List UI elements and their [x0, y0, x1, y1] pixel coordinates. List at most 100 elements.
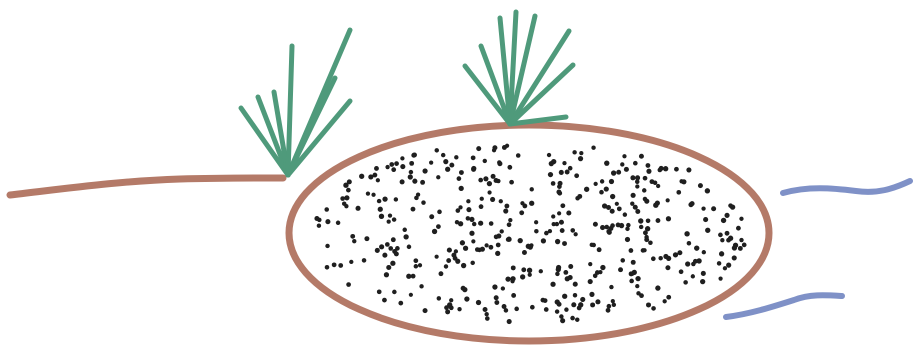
particle-dot: [463, 246, 468, 251]
particle-dot: [402, 228, 406, 232]
particle-dot: [656, 184, 660, 188]
particle-dot: [458, 221, 463, 226]
particle-dot: [555, 222, 559, 226]
particle-dot: [492, 284, 497, 289]
particle-dot: [394, 197, 398, 201]
particle-dot: [325, 244, 329, 248]
particle-dot: [516, 153, 521, 158]
particle-dot: [548, 229, 552, 233]
particle-dot: [411, 207, 416, 212]
particle-dot: [555, 272, 560, 277]
particle-dot: [558, 181, 563, 186]
particle-dot: [651, 306, 656, 311]
particle-dot: [406, 274, 411, 279]
particle-dot: [484, 312, 488, 316]
particle-dot: [470, 261, 474, 265]
particle-dot: [495, 251, 500, 256]
particle-dot: [466, 199, 470, 203]
particle-dot: [394, 251, 399, 256]
particle-dot: [492, 145, 497, 150]
particle-dot: [700, 279, 705, 284]
particle-dot: [445, 309, 450, 314]
particle-dot: [687, 241, 692, 246]
particle-dot: [508, 218, 512, 222]
particle-dot: [651, 256, 656, 261]
particle-dot: [631, 271, 635, 275]
particle-dot: [578, 156, 583, 161]
particle-dot: [412, 179, 417, 184]
particle-dot: [389, 162, 394, 167]
particle-dot: [400, 179, 405, 184]
particle-dot: [502, 145, 507, 150]
particle-dot: [606, 229, 611, 234]
particle-dot: [723, 266, 727, 270]
particle-dot: [635, 284, 639, 288]
particle-dot: [622, 154, 626, 158]
particle-dot: [616, 170, 621, 175]
particle-dot: [568, 166, 573, 171]
particle-dot: [738, 246, 743, 251]
particle-dot: [471, 239, 475, 243]
particle-dot: [674, 167, 679, 172]
particle-dot: [658, 168, 663, 173]
particle-dot: [701, 206, 705, 210]
particle-dot: [555, 309, 559, 313]
particle-dot: [489, 245, 494, 250]
particle-dot: [420, 180, 425, 185]
particle-dot: [409, 170, 413, 174]
particle-dot: [560, 318, 565, 323]
particle-dot: [602, 203, 607, 208]
particle-dot: [502, 304, 507, 309]
particle-dot: [732, 255, 737, 260]
particle-dot: [653, 181, 657, 185]
particle-dot: [663, 254, 668, 259]
particle-dot: [414, 196, 419, 201]
particle-dot: [698, 183, 703, 188]
particle-dot: [437, 296, 441, 300]
particle-dot: [400, 164, 405, 169]
particle-dot: [620, 258, 625, 263]
particle-dot: [573, 282, 578, 287]
particle-dot: [497, 160, 501, 164]
particle-dot: [526, 244, 531, 249]
particle-dot: [522, 250, 527, 255]
particle-dot: [342, 201, 346, 205]
particle-dot: [566, 210, 571, 215]
particle-dot: [556, 190, 561, 195]
particle-dot: [577, 194, 582, 199]
particle-dot: [591, 145, 595, 149]
particle-dot: [655, 285, 660, 290]
particle-dot: [447, 248, 452, 253]
particle-dot: [541, 238, 546, 243]
particle-dot: [362, 258, 367, 263]
particle-dot: [449, 305, 454, 310]
particle-dot: [421, 200, 426, 205]
particle-dot: [403, 234, 408, 239]
particle-dot: [379, 244, 384, 249]
particle-dot: [560, 228, 565, 233]
particle-dot: [557, 211, 561, 215]
particle-dot: [449, 163, 454, 168]
particle-dot: [364, 236, 369, 241]
particle-dot: [696, 258, 701, 263]
particle-dot: [382, 197, 387, 202]
particle-dot: [472, 222, 476, 226]
particle-dot: [414, 264, 419, 269]
particle-dot: [676, 190, 681, 195]
particle-dot: [494, 234, 499, 239]
particle-dot: [573, 293, 577, 297]
particle-dot: [338, 263, 343, 268]
particle-dot: [556, 267, 561, 272]
particle-dot: [388, 213, 392, 217]
particle-dot: [551, 214, 555, 218]
particle-dot: [579, 151, 583, 155]
particle-dot: [377, 199, 381, 203]
particle-dot: [610, 223, 615, 228]
particle-dot: [593, 222, 598, 227]
particle-dot: [411, 274, 416, 279]
particle-dot: [646, 169, 651, 174]
particle-dot: [635, 276, 640, 281]
particle-dot: [694, 245, 699, 250]
particle-dot: [604, 186, 609, 191]
